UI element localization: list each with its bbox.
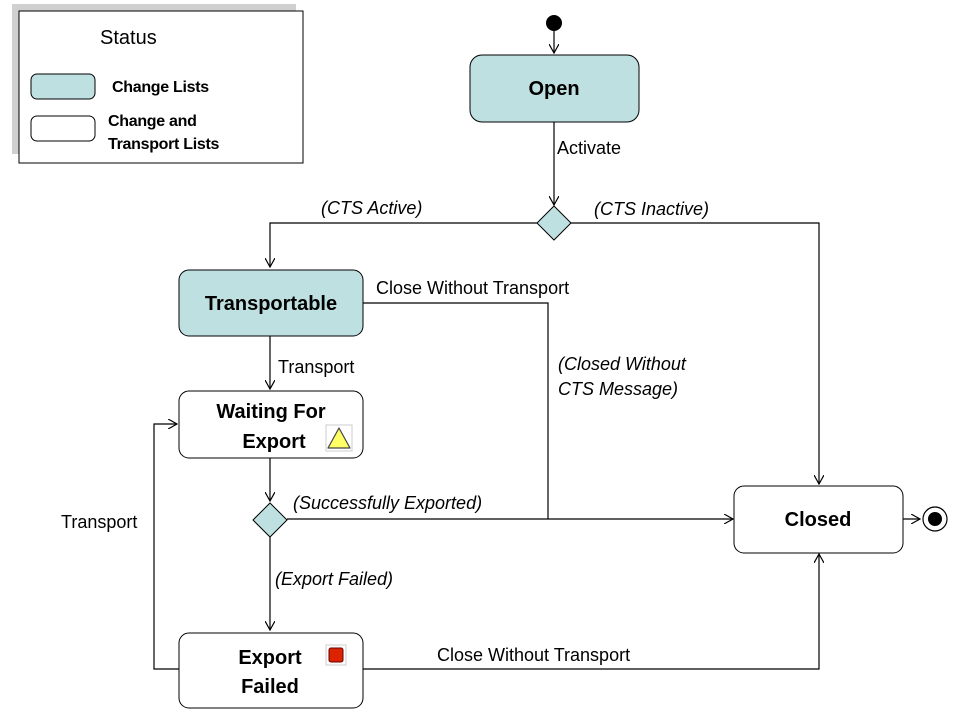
state-waiting-box [178,390,364,459]
cts-inactive-edge [571,222,819,484]
state-transportable-label: Transportable [205,293,337,315]
successfully-exported-label: (Successfully Exported) [293,493,482,513]
warning-triangle-icon [325,424,353,452]
closed-without-cts-label-1: (Closed Without [558,354,687,374]
state-waiting-label-1: Waiting For [216,401,325,423]
state-closed-label: Closed [785,509,852,531]
close-without-transport-bottom-label: Close Without Transport [437,645,630,665]
state-transportable: Transportable [178,269,364,337]
decision-export [252,502,288,538]
export-failed-label: (Export Failed) [275,569,393,589]
close-without-transport-top-edge [363,302,549,519]
transport-loop-label: Transport [61,512,137,532]
decision-cts [536,205,572,241]
legend-label-change-lists: Change Lists [112,79,209,96]
initial-node [546,15,562,31]
closed-without-cts-label-2: CTS Message) [558,379,678,399]
legend: Status Change Lists Change and Transport… [12,4,304,164]
state-open: Open [469,54,640,123]
state-export-failed: Export Failed [178,632,364,709]
cts-inactive-label: (CTS Inactive) [594,199,709,219]
activate-label: Activate [557,138,621,158]
legend-label-transport-lists: Transport Lists [108,136,219,153]
cts-active-edge [270,222,537,267]
close-without-transport-top-label: Close Without Transport [376,278,569,298]
cts-active-label: (CTS Active) [321,198,422,218]
transport-loop-edge [153,424,179,670]
state-export-failed-label-1: Export [238,647,302,669]
legend-swatch-change-lists [30,73,96,100]
final-node [922,506,948,532]
legend-swatch-change-transport-lists [30,115,96,142]
state-open-label: Open [528,78,579,100]
state-export-failed-box [178,632,364,709]
legend-label-change-and: Change and [108,113,197,130]
error-square-icon [325,644,347,666]
close-without-transport-bottom-edge [363,554,819,670]
state-export-failed-label-2: Failed [241,676,299,698]
legend-title: Status [100,27,157,49]
state-waiting-for-export: Waiting For Export [178,390,364,459]
transport-label: Transport [278,357,354,377]
state-closed: Closed [733,485,904,554]
state-waiting-label-2: Export [242,431,306,453]
